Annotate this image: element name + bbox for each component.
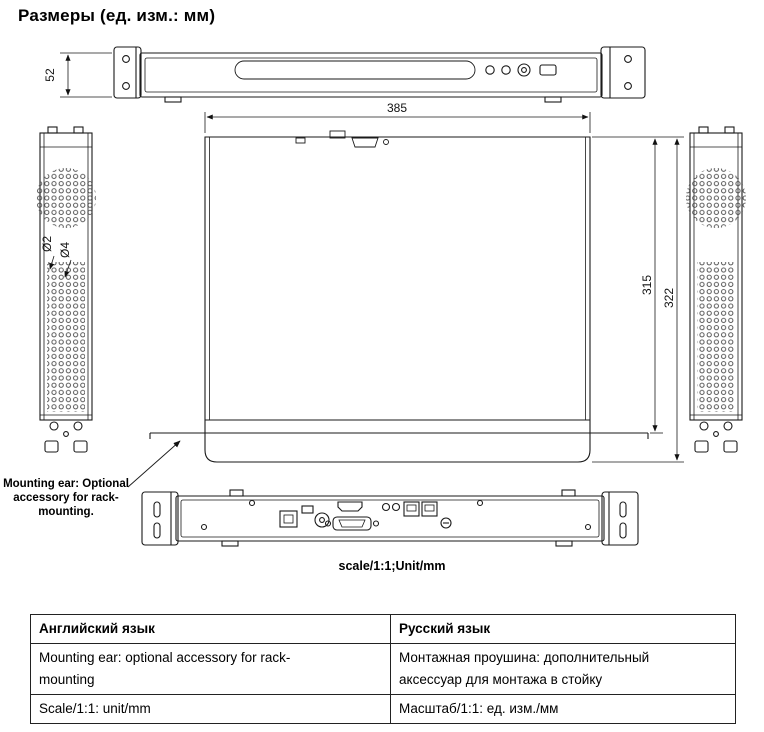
hdmi-port bbox=[337, 501, 363, 512]
foot bbox=[44, 440, 59, 453]
ear-screw-hole bbox=[624, 55, 632, 63]
lan-port bbox=[403, 501, 420, 517]
foot bbox=[555, 540, 573, 547]
usb-port bbox=[301, 505, 314, 514]
screw bbox=[584, 523, 592, 531]
ear-screw-hole bbox=[624, 82, 632, 90]
table-row: Scale/1:1: unit/mm Масштаб/1:1: ед. изм.… bbox=[30, 694, 736, 724]
dim-322-label: 322 bbox=[662, 288, 676, 308]
ear-slot bbox=[153, 522, 161, 539]
foot-hole bbox=[73, 421, 83, 431]
front-panel bbox=[139, 52, 603, 98]
hole-diameter-leaders bbox=[49, 255, 72, 278]
status-led bbox=[501, 65, 511, 75]
side-view-left bbox=[36, 126, 96, 453]
dim-width-385 bbox=[204, 112, 591, 133]
ear-slot bbox=[153, 501, 161, 518]
mounting-ear-right bbox=[601, 491, 639, 546]
ear-screw-hole bbox=[122, 55, 130, 63]
foot bbox=[544, 96, 562, 103]
side-view-right bbox=[686, 126, 746, 453]
table-header-row: Английский язык Русский язык bbox=[30, 614, 736, 644]
front-cover bbox=[234, 60, 476, 80]
dimensions-drawing: 52 385 bbox=[36, 46, 746, 573]
lan-port bbox=[421, 501, 438, 517]
cell-en-mounting-ear: Mounting ear: optional accessory for rac… bbox=[30, 643, 391, 695]
top-outline bbox=[204, 136, 591, 463]
screw bbox=[200, 523, 208, 531]
dim-depth-322 bbox=[592, 138, 684, 463]
power-button bbox=[517, 63, 531, 77]
mounting-ear-note: Mounting ear: Optional accessory for rac… bbox=[3, 478, 129, 518]
table-row: Mounting ear: optional accessory for rac… bbox=[30, 643, 736, 695]
dim-depth-315 bbox=[592, 136, 684, 434]
vent-grille bbox=[697, 262, 735, 412]
audio-jack bbox=[381, 502, 391, 512]
audio-jack bbox=[391, 502, 401, 512]
mounting-ear-right bbox=[600, 46, 646, 99]
rear-panel bbox=[175, 495, 605, 542]
rear-view bbox=[141, 489, 639, 547]
power-switch bbox=[279, 510, 298, 528]
front-usb-port bbox=[539, 64, 557, 76]
status-led bbox=[485, 65, 495, 75]
rear-connectors-top bbox=[295, 130, 389, 148]
fan-grille bbox=[686, 168, 746, 228]
ear-slot bbox=[619, 522, 627, 539]
hole-dia-4-label: Ø4 bbox=[58, 242, 72, 258]
fan-grille bbox=[36, 168, 96, 228]
ear-slot bbox=[619, 501, 627, 518]
ear-screw-hole bbox=[122, 82, 130, 90]
dim-52-label: 52 bbox=[43, 68, 57, 82]
cell-ru-scale: Масштаб/1:1: ед. изм./мм bbox=[390, 694, 736, 724]
screw bbox=[248, 499, 256, 507]
page-title: Размеры (ед. изм.: мм) bbox=[18, 6, 216, 25]
scale-note: scale/1:1;Unit/mm bbox=[339, 559, 446, 573]
cell-ru-mounting-ear: Монтажная проушина: дополнительный аксес… bbox=[390, 643, 736, 695]
foot-hole bbox=[699, 421, 709, 431]
vga-connector-top bbox=[351, 137, 379, 148]
dim-315-label: 315 bbox=[640, 275, 654, 295]
top-view bbox=[149, 130, 649, 463]
hole-dia-2-label: Ø2 bbox=[40, 236, 54, 252]
front-view bbox=[113, 46, 646, 103]
dim-385-label: 385 bbox=[387, 101, 407, 115]
screw bbox=[476, 499, 484, 507]
mounting-ear-leader bbox=[127, 440, 181, 488]
foot bbox=[221, 540, 239, 547]
foot bbox=[164, 96, 182, 103]
foot bbox=[73, 440, 88, 453]
ground-screw bbox=[440, 517, 452, 529]
vent-grille bbox=[47, 262, 85, 412]
foot bbox=[723, 440, 738, 453]
foot-hole bbox=[723, 421, 733, 431]
column-header-russian: Русский язык bbox=[390, 614, 736, 644]
foot-hole bbox=[49, 421, 59, 431]
dc-jack bbox=[314, 512, 330, 528]
mounting-ear-left bbox=[113, 46, 142, 99]
foot bbox=[694, 440, 709, 453]
mounting-ear-left bbox=[141, 491, 179, 546]
vga-port bbox=[324, 516, 380, 531]
dim-height-52 bbox=[60, 52, 112, 98]
cell-en-scale: Scale/1:1: unit/mm bbox=[30, 694, 391, 724]
mounting-ear-line bbox=[149, 432, 649, 439]
language-table: Английский язык Русский язык Mounting ea… bbox=[30, 614, 736, 724]
column-header-english: Английский язык bbox=[30, 614, 391, 644]
